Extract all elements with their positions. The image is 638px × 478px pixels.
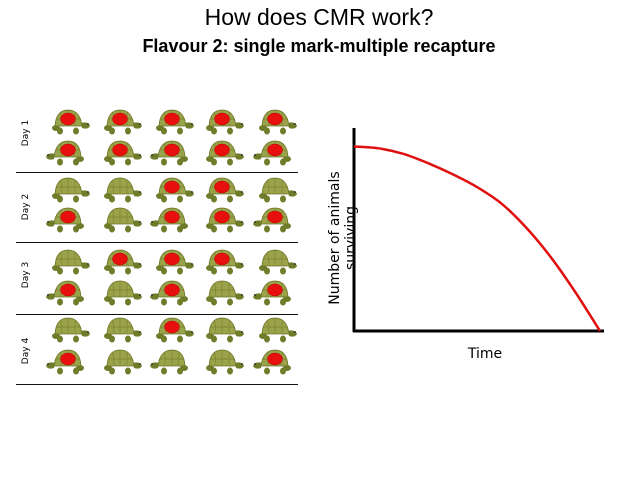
- unmarked-turtle: [52, 249, 90, 275]
- survival-curve: [353, 145, 602, 332]
- unmarked-turtle: [259, 249, 297, 275]
- x-axis-label: Time: [467, 346, 503, 362]
- marked-turtle: [46, 280, 84, 306]
- marked-turtle: [46, 207, 84, 233]
- marked-turtle: [52, 109, 90, 135]
- marked-turtle: [253, 207, 291, 233]
- unmarked-turtle: [52, 177, 90, 203]
- unmarked-turtle: [259, 177, 297, 203]
- marked-turtle: [104, 109, 142, 135]
- marked-turtle: [156, 249, 194, 275]
- slide-subtitle: Flavour 2: single mark-multiple recaptur…: [142, 36, 496, 56]
- marked-turtle: [104, 249, 142, 275]
- unmarked-turtle: [150, 349, 188, 375]
- day-divider: [16, 314, 298, 315]
- marked-turtle: [253, 349, 291, 375]
- marked-turtle: [206, 140, 244, 166]
- marked-turtle: [46, 140, 84, 166]
- marked-turtle: [156, 177, 194, 203]
- day-divider: [16, 384, 298, 385]
- day-divider: [16, 242, 298, 243]
- unmarked-turtle: [52, 317, 90, 343]
- marked-turtle: [150, 280, 188, 306]
- y-axis-label: Number of animals surviving: [327, 171, 359, 305]
- unmarked-turtle: [104, 177, 142, 203]
- marked-turtle: [206, 109, 244, 135]
- marked-turtle: [253, 140, 291, 166]
- unmarked-turtle: [104, 207, 142, 233]
- marked-turtle: [206, 207, 244, 233]
- marked-turtle: [259, 109, 297, 135]
- marked-turtle: [206, 177, 244, 203]
- unmarked-turtle: [104, 280, 142, 306]
- marked-turtle: [206, 249, 244, 275]
- unmarked-turtle: [104, 349, 142, 375]
- slide-title: How does CMR work?: [204, 4, 434, 30]
- marked-turtle: [150, 140, 188, 166]
- unmarked-turtle: [206, 317, 244, 343]
- marked-turtle: [156, 109, 194, 135]
- marked-turtle: [104, 140, 142, 166]
- marked-turtle: [253, 280, 291, 306]
- unmarked-turtle: [206, 280, 244, 306]
- marked-turtle: [46, 349, 84, 375]
- unmarked-turtle: [104, 317, 142, 343]
- day-divider: [16, 172, 298, 173]
- unmarked-turtle: [259, 317, 297, 343]
- marked-turtle: [150, 207, 188, 233]
- marked-turtle: [156, 317, 194, 343]
- unmarked-turtle: [206, 349, 244, 375]
